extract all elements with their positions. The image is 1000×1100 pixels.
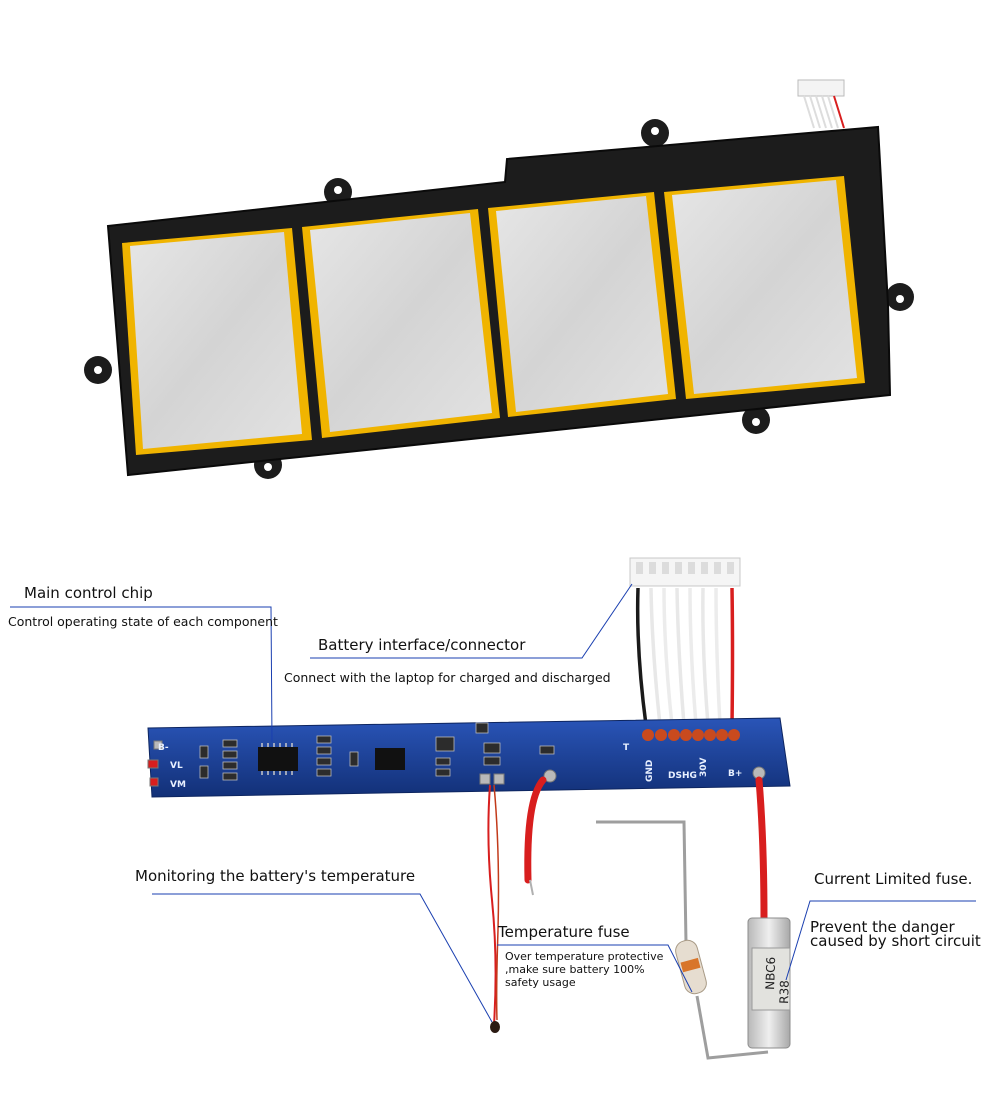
board-connector [629, 557, 741, 587]
thermistor-lead [487, 784, 500, 1033]
temperature-fuse-title: Temperature fuse [498, 923, 630, 941]
battery-pack [84, 79, 914, 479]
pcb-label-30v: 30V [699, 757, 709, 777]
current-fuse-desc-line2: caused by short circuit [810, 932, 981, 950]
current-fuse-desc-line1: Prevent the danger [810, 918, 955, 936]
main-control-chip [258, 747, 298, 771]
callout-line-temp-fuse [497, 944, 693, 993]
temperature-fuse-desc: Over temperature protective ,make sure b… [505, 950, 664, 989]
main-chip-desc: Control operating state of each componen… [8, 614, 278, 629]
red-sleeve-wire [524, 776, 547, 896]
temperature-fuse [596, 820, 769, 1060]
pcb-label-dshg: DSHG [668, 771, 697, 781]
pcb-label-vl: VL [170, 761, 183, 771]
callout-line-main-chip [10, 606, 273, 743]
callout-line-current-fuse [785, 900, 976, 981]
callout-line-temperature [152, 893, 493, 1023]
pack-connector [797, 79, 845, 129]
temperature-monitor-title: Monitoring the battery's temperature [135, 867, 416, 885]
pcb-label-b-plus: B+ [728, 769, 742, 779]
current-limited-fuse: NBC6 R38 [747, 776, 792, 1049]
connector-desc: Connect with the laptop for charged and … [284, 670, 611, 685]
main-chip-title: Main control chip [24, 584, 153, 602]
pcb-label-t: T [623, 743, 630, 753]
pcb-label-b-minus: B- [158, 743, 169, 753]
fuse-marking-1: NBC6 [763, 957, 778, 990]
secondary-chip [375, 748, 405, 770]
fuse-marking-2: R38 [777, 980, 792, 1004]
current-fuse-title: Current Limited fuse. [814, 870, 973, 888]
connector-title: Battery interface/connector [318, 636, 526, 654]
pcb [147, 717, 791, 798]
pcb-label-vm: VM [170, 780, 186, 790]
callout-lines [10, 583, 976, 1023]
callout-line-connector [310, 583, 633, 659]
pcb-label-gnd: GND [645, 760, 655, 782]
protection-board: B- VL VM T GND DSHG 30V B+ [147, 557, 791, 798]
battery-cells [122, 176, 865, 455]
